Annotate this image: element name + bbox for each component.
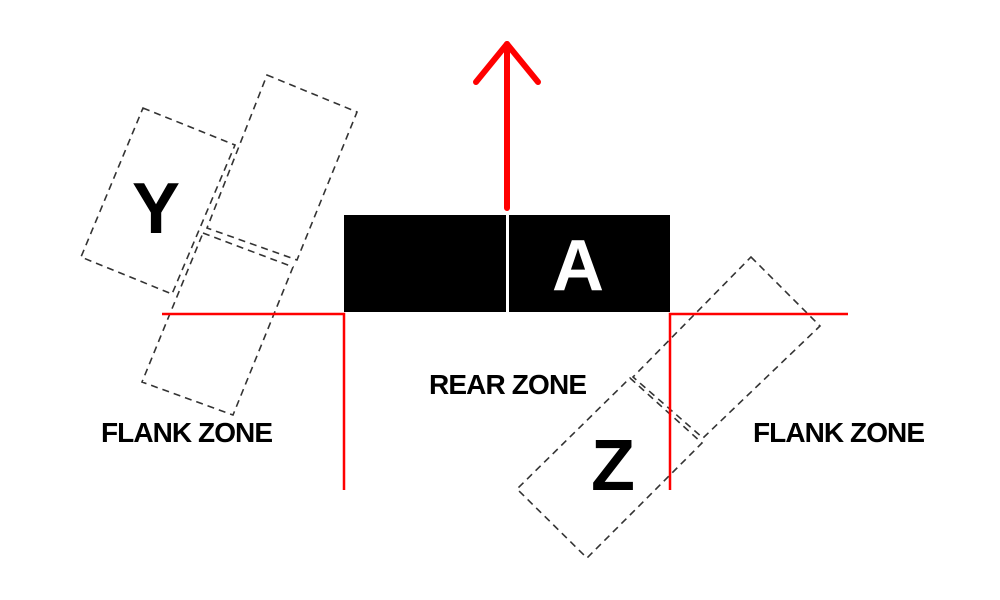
rear-zone-label: REAR ZONE [429,369,587,400]
unit-z-label: Z [591,426,635,506]
unit-y-label: Y [132,169,180,249]
unit-a-block-left [344,215,506,312]
unit-a-label: A [552,226,604,306]
unit-z-outline [515,376,704,560]
support-unit-upper-left-outline [205,73,359,262]
left-flank-boundary-line [162,312,346,490]
support-unit-lower-left-outline [140,231,295,417]
facing-arrow-icon [473,41,541,211]
right-flank-boundary-line [668,312,848,490]
left-flank-zone-label: FLANK ZONE [101,417,273,448]
unit-y-outline [79,106,237,296]
right-flank-zone-label: FLANK ZONE [753,417,925,448]
support-unit-right-outline [631,255,822,440]
unit-a-block-right [509,215,670,312]
